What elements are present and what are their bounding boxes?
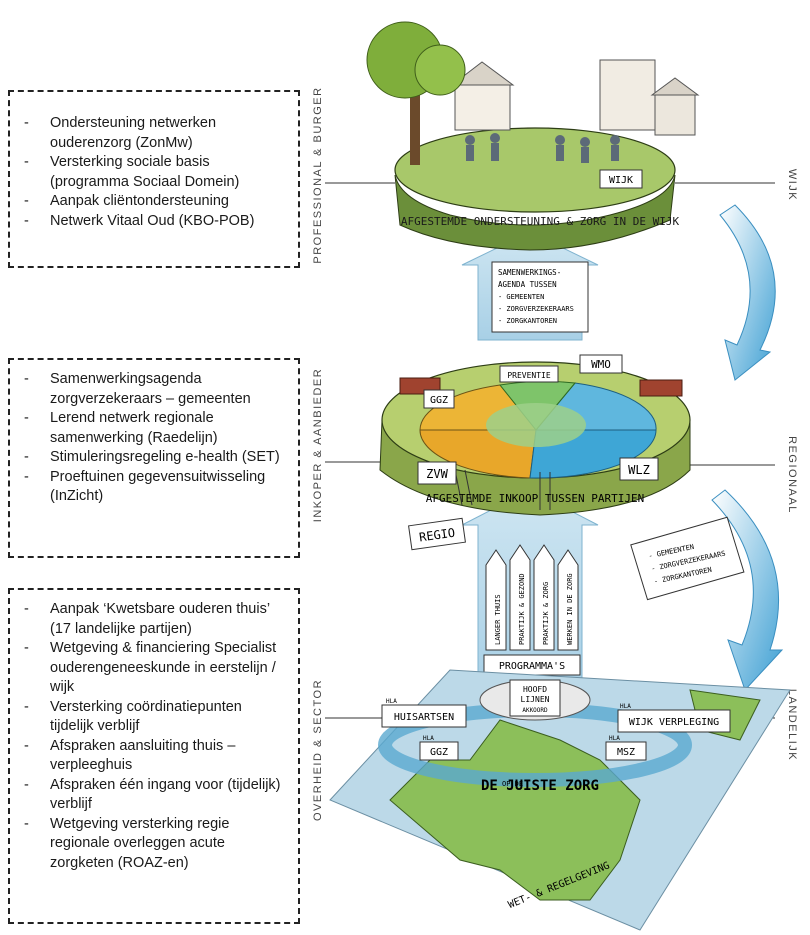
- regio-sign: REGIO: [408, 517, 466, 551]
- svg-text:HLA: HLA: [620, 703, 631, 710]
- initiatives-box-regionaal: Samenwerkingsagenda zorgverzekeraars – g…: [8, 358, 300, 558]
- list-item: Lerend netwerk regionale samenwerking (R…: [22, 409, 288, 448]
- program-post-label: LANGER THUIS: [494, 594, 502, 645]
- svg-text:REGIO: REGIO: [418, 526, 456, 545]
- programmas-label: PROGRAMMA'S: [499, 661, 565, 672]
- svg-text:AGENDA TUSSEN: AGENDA TUSSEN: [498, 280, 557, 289]
- wijk-platform: WIJK AFGESTEMDE ONDERSTEUNING & ZORG IN …: [366, 21, 700, 251]
- program-post-label: WERKEN IN DE ZORG: [566, 573, 574, 645]
- regio-banner: AFGESTEMDE INKOOP TUSSEN PARTIJEN: [426, 492, 645, 505]
- juiste-zorg-ring: DE JUISTE ZORG: [481, 778, 599, 794]
- svg-text:HOOFD: HOOFD: [523, 685, 547, 694]
- preventie-label: PREVENTIE: [507, 371, 551, 380]
- svg-text:AKKOORD: AKKOORD: [522, 707, 548, 714]
- list-item: Wetgeving versterking regie regionale ov…: [22, 815, 288, 874]
- svg-text:- ZORGVERZEKERAARS: - ZORGVERZEKERAARS: [498, 305, 574, 313]
- list-item: Stimuleringsregeling e-health (SET): [22, 448, 288, 468]
- svg-text:OP DE: OP DE: [502, 780, 523, 788]
- msz-sign: MSZ: [617, 747, 635, 758]
- svg-text:HLA: HLA: [423, 735, 434, 742]
- list-item: Netwerk Vitaal Oud (KBO-POB): [22, 212, 288, 232]
- list-item: Afspraken aansluiting thuis – verpleeghu…: [22, 737, 288, 776]
- zvw-label: ZVW: [426, 467, 448, 481]
- initiatives-box-landelijk: Aanpak ‘Kwetsbare ouderen thuis’ (17 lan…: [8, 588, 300, 924]
- list-item: Ondersteuning netwerken ouderenzorg (Zon…: [22, 114, 288, 153]
- list-item: Samenwerkingsagenda zorgverzekeraars – g…: [22, 370, 288, 409]
- list-item: Proeftuinen gegevensuitwisseling (InZich…: [22, 468, 288, 507]
- curved-arrow-down-1: [719, 204, 776, 381]
- svg-text:HLA: HLA: [386, 698, 397, 705]
- list-item: Aanpak cliëntondersteuning: [22, 192, 288, 212]
- list-item: Aanpak ‘Kwetsbare ouderen thuis’ (17 lan…: [22, 600, 288, 639]
- agenda-sign: SAMENWERKINGS- AGENDA TUSSEN - GEMEENTEN…: [491, 261, 589, 333]
- landelijk-map: HOOFD LIJNEN AKKOORD HLA HUISARTSEN HLA …: [329, 669, 791, 931]
- regio-platform: GGZ PREVENTIE WMO ZVW WLZ AFGESTEMDE INK…: [379, 354, 691, 516]
- wlz-label: WLZ: [628, 463, 650, 477]
- program-post-label: PRAKTIJK & ZORG: [542, 582, 550, 645]
- program-post-label: PRAKTIJK & GEZOND: [518, 573, 526, 645]
- list-item: Wetgeving & financiering Specialist oude…: [22, 639, 288, 698]
- svg-text:- ZORGKANTOREN: - ZORGKANTOREN: [498, 317, 557, 325]
- initiatives-box-wijk: Ondersteuning netwerken ouderenzorg (Zon…: [8, 90, 300, 268]
- list-item: Afspraken één ingang voor (tijdelijk) ve…: [22, 776, 288, 815]
- svg-text:- GEMEENTEN: - GEMEENTEN: [498, 293, 544, 301]
- ggz-sign: GGZ: [430, 747, 448, 758]
- svg-text:SAMENWERKINGS-: SAMENWERKINGS-: [498, 268, 561, 277]
- wijk-sign: WIJK: [609, 175, 633, 186]
- list-item: Versterking sociale basis (programma Soc…: [22, 153, 288, 192]
- huisartsen-sign: HUISARTSEN: [394, 712, 454, 723]
- wijk-banner: AFGESTEMDE ONDERSTEUNING & ZORG IN DE WI…: [401, 215, 680, 228]
- partners-sign: - GEMEENTEN - ZORGVERZEKERAARS - ZORGKAN…: [630, 516, 745, 601]
- svg-text:LIJNEN: LIJNEN: [521, 695, 550, 704]
- ggz-label: GGZ: [430, 395, 448, 406]
- program-posts: LANGER THUIS PRAKTIJK & GEZOND PRAKTIJK …: [483, 544, 581, 676]
- list-item: Versterking coördinatiepunten tijdelijk …: [22, 698, 288, 737]
- wmo-label: WMO: [591, 358, 611, 371]
- wijkverpleging-sign: WIJK VERPLEGING: [629, 717, 719, 728]
- svg-text:HLA: HLA: [609, 735, 620, 742]
